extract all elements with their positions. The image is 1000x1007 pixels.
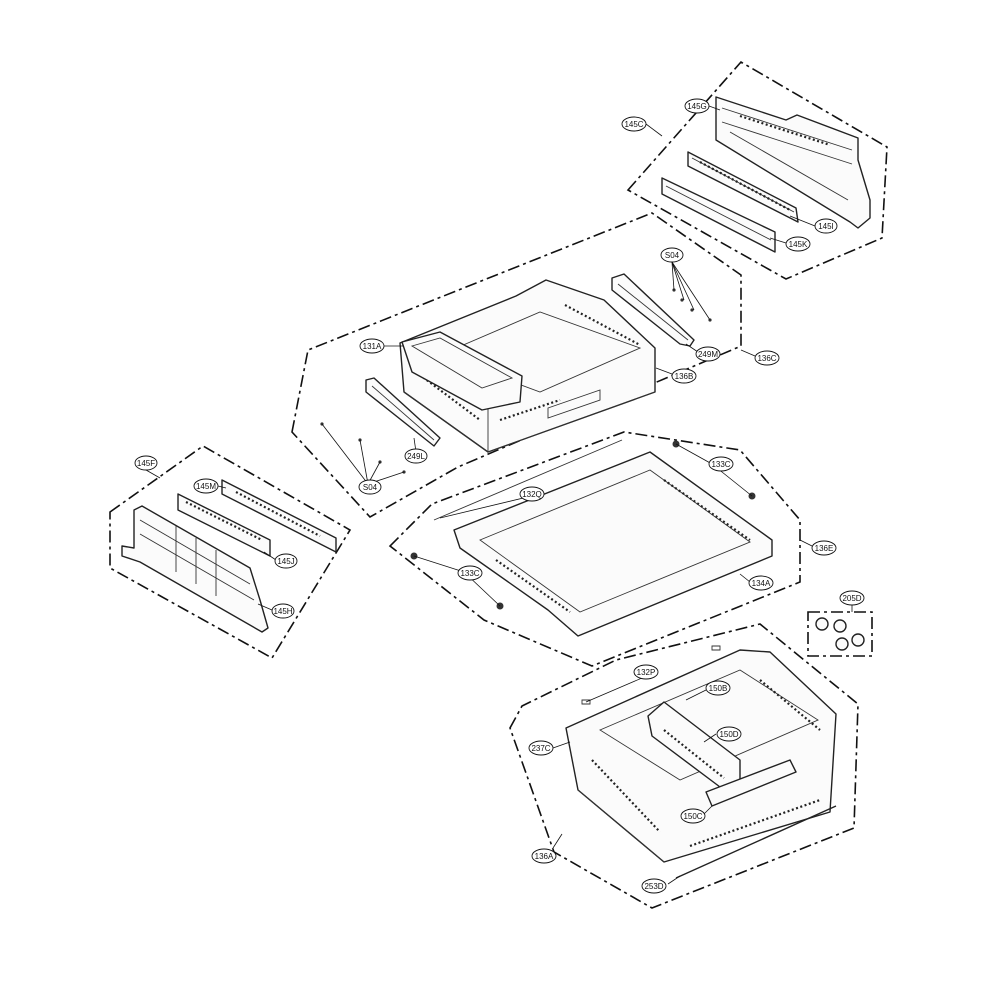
svg-text:205D: 205D	[842, 594, 861, 603]
callout-145I: 145I	[814, 218, 838, 234]
svg-text:136A: 136A	[535, 852, 554, 861]
callout-132Q: 132Q	[519, 486, 545, 502]
svg-text:145C: 145C	[624, 120, 643, 129]
part-136B-upper-drawer	[399, 279, 656, 453]
callout-150B: 150B	[705, 680, 731, 696]
part-145M-rail-cover	[221, 479, 337, 553]
svg-text:132Q: 132Q	[522, 490, 542, 499]
part-145K-rail-cover	[661, 177, 776, 253]
svg-text:132P: 132P	[637, 668, 656, 677]
svg-text:136E: 136E	[815, 544, 834, 553]
part-131A-drawer-bin	[401, 331, 523, 411]
callout-132P: 132P	[633, 664, 659, 680]
part-249L-slide-rail	[365, 377, 441, 447]
svg-text:253D: 253D	[644, 882, 663, 891]
group-boundary-136C	[291, 212, 742, 519]
part-134A-tray	[453, 451, 773, 637]
svg-text:134A: 134A	[752, 579, 771, 588]
svg-text:145G: 145G	[687, 102, 707, 111]
part-145H-rail-bracket	[121, 505, 269, 633]
callout-136C: 136C	[754, 350, 780, 366]
group-boundary-145F	[109, 445, 352, 660]
svg-text:S04: S04	[665, 251, 680, 260]
callout-249M: 249M	[695, 346, 721, 362]
callout-134A: 134A	[748, 575, 774, 591]
callout-145C: 145C	[621, 116, 647, 132]
svg-text:145K: 145K	[789, 240, 808, 249]
callout-S04-bottom: S04	[358, 479, 382, 495]
callout-136B: 136B	[671, 368, 697, 384]
callout-150D: 150D	[716, 726, 742, 742]
part-150C-divider-handle	[705, 759, 797, 807]
callout-136A: 136A	[531, 848, 557, 864]
callout-136E: 136E	[811, 540, 837, 556]
callout-249L: 249L	[404, 448, 428, 464]
callout-253D: 253D	[641, 878, 667, 894]
part-145I-rail	[687, 151, 799, 223]
part-145G-rail-bracket	[715, 96, 871, 229]
svg-text:133C: 133C	[711, 460, 730, 469]
svg-text:S04: S04	[363, 483, 378, 492]
svg-text:131A: 131A	[363, 342, 382, 351]
callout-145K: 145K	[785, 236, 811, 252]
parts-205D-feet	[815, 617, 865, 651]
part-132P-guide	[581, 645, 721, 705]
svg-text:150D: 150D	[719, 730, 738, 739]
callout-145H: 145H	[271, 603, 295, 619]
callout-237C: 237C	[528, 740, 554, 756]
svg-text:133C: 133C	[460, 569, 479, 578]
svg-text:145I: 145I	[818, 222, 834, 231]
svg-text:145M: 145M	[196, 482, 216, 491]
callout-145J: 145J	[274, 553, 298, 569]
callout-150C: 150C	[680, 808, 706, 824]
svg-text:136C: 136C	[757, 354, 776, 363]
callout-131A: 131A	[359, 338, 385, 354]
svg-text:145F: 145F	[137, 459, 155, 468]
group-boundary-145C	[626, 60, 888, 280]
svg-text:249L: 249L	[407, 452, 425, 461]
part-249M-slide-rail	[611, 273, 695, 347]
callout-133C-top: 133C	[708, 456, 734, 472]
callout-S04-top: S04	[660, 247, 684, 263]
svg-text:249M: 249M	[698, 350, 718, 359]
svg-text:136B: 136B	[675, 372, 694, 381]
group-boundary-136E	[388, 431, 801, 667]
callout-133C-bottom: 133C	[457, 565, 483, 581]
svg-text:150B: 150B	[709, 684, 728, 693]
callout-145F: 145F	[134, 455, 158, 471]
group-boundary-136A	[509, 623, 859, 909]
group-boundary-205D	[807, 611, 873, 657]
part-132Q-cover-strip	[433, 439, 623, 521]
callout-145M: 145M	[193, 478, 219, 494]
svg-text:145J: 145J	[277, 557, 294, 566]
svg-text:150C: 150C	[683, 812, 702, 821]
svg-text:237C: 237C	[531, 744, 550, 753]
part-253D-rod	[675, 805, 837, 879]
svg-text:145H: 145H	[273, 607, 292, 616]
callout-145G: 145G	[684, 98, 710, 114]
callout-205D: 205D	[839, 590, 865, 606]
